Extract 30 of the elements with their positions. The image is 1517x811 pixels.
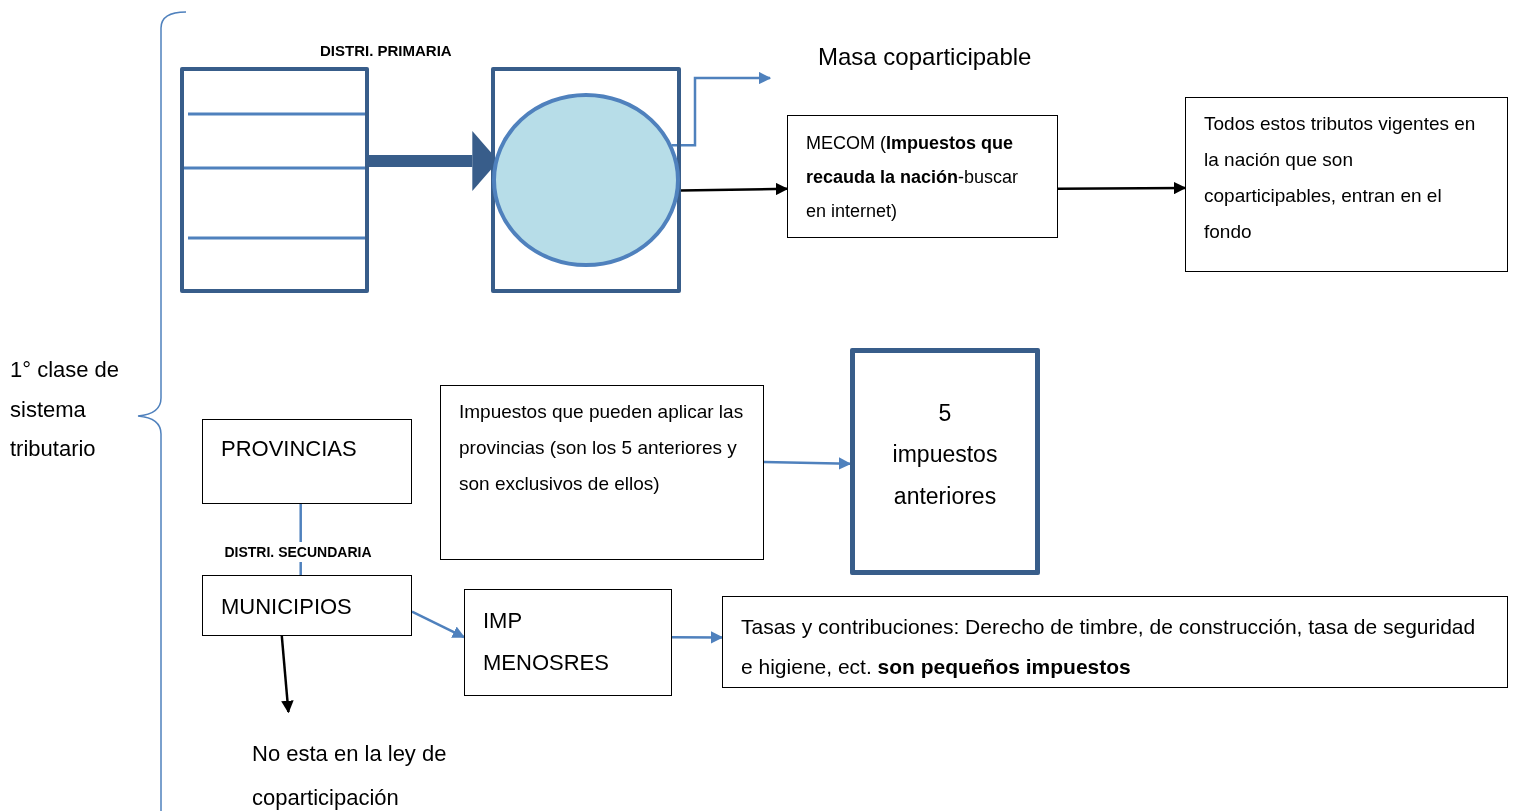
- arrow: [763, 457, 852, 470]
- arrow: [672, 631, 724, 644]
- process-box: [202, 575, 412, 636]
- container-box: [491, 67, 681, 293]
- arrow: [280, 635, 294, 714]
- process-box: [850, 348, 1040, 575]
- node-text: 5 impuestos anteriores: [891, 399, 999, 511]
- brace-label: 1° clase de sistema tributario: [10, 356, 121, 464]
- arrow: [671, 71, 772, 147]
- process-box: [787, 115, 1058, 238]
- arrow: [411, 610, 466, 639]
- node-text: No esta en la ley de coparticipación: [252, 712, 532, 811]
- process-box: [1185, 97, 1508, 272]
- node-text: Tasas y contribuciones: Derecho de timbre, de construcción, tasa de seguridad e higiene, ect. son pequeños impuestos: [741, 614, 1477, 680]
- node-text: Impuestos que pueden aplicar las provincias (son los 5 anteriores y son exclusivos de ellos): [459, 400, 745, 497]
- arrow: [679, 182, 789, 196]
- node-text: MUNICIPIOS: [221, 593, 353, 621]
- arrow: [1058, 181, 1187, 195]
- circle: [492, 93, 680, 267]
- node-text: MECOM (Impuestos que recauda la nación-buscar en internet): [806, 132, 1020, 224]
- process-box: [202, 419, 412, 504]
- node-text: IMP MENOSRES: [483, 607, 610, 677]
- process-box: [464, 589, 672, 696]
- lined-box: [180, 67, 369, 293]
- node-text: Todos estos tributos vigentes en la nación que son coparticipables, entran en el fondo: [1204, 112, 1477, 245]
- process-box: [440, 385, 764, 560]
- section-label: DISTRI. PRIMARIA: [320, 42, 453, 59]
- node-text: PROVINCIAS: [221, 435, 358, 463]
- process-box: [722, 596, 1508, 688]
- node-text: Masa coparticipable: [770, 40, 1070, 80]
